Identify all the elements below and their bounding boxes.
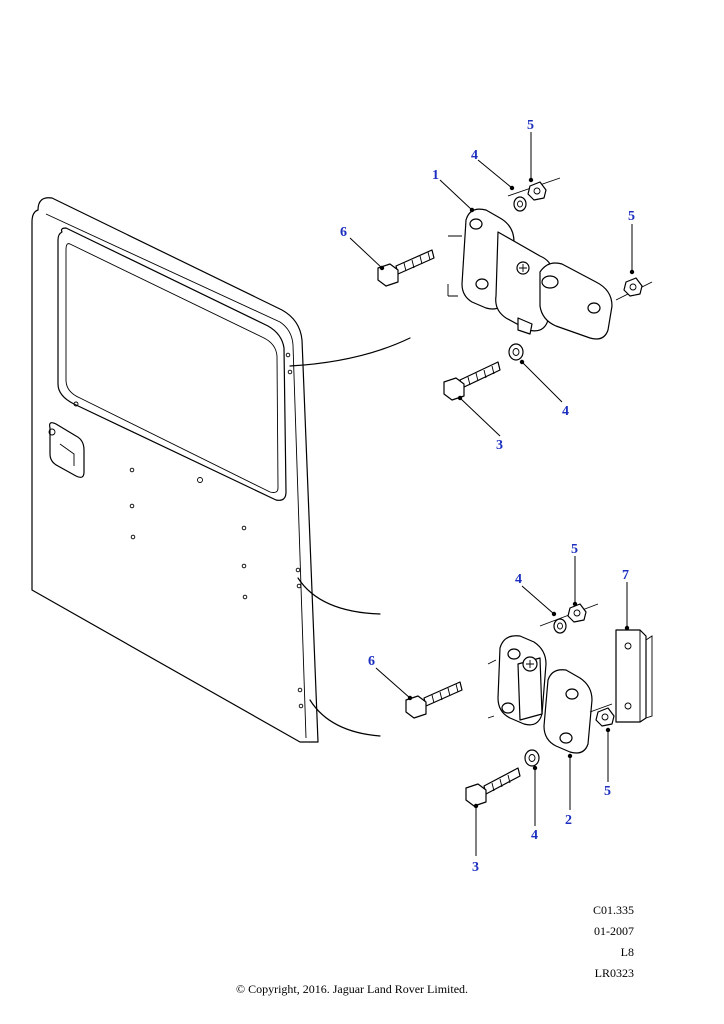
diagram-code: C01.335	[592, 903, 634, 917]
callout-6: 6	[368, 654, 375, 669]
diagram-level: L8	[620, 945, 634, 959]
callout-5: 5	[527, 118, 534, 133]
diagram-reference: LR0323	[594, 966, 634, 980]
leader-lines	[349, 132, 635, 856]
callout-2: 2	[565, 813, 572, 828]
callout-4: 4	[515, 572, 522, 587]
callout-7: 7	[622, 568, 629, 583]
upper-hinge	[377, 177, 653, 401]
callout-4: 4	[531, 828, 538, 843]
diagram-date: 01-2007	[594, 924, 634, 938]
callout-5: 5	[604, 784, 611, 799]
callout-4: 4	[471, 148, 478, 163]
rear-door	[31, 197, 411, 743]
callout-labels: 1 4 5 5 6 4 3 5 7 4 6 5 2 4 3	[340, 118, 635, 875]
callout-1: 1	[432, 168, 439, 183]
callout-4: 4	[562, 404, 569, 419]
callout-5: 5	[571, 542, 578, 557]
lower-hinge	[405, 603, 653, 807]
callout-3: 3	[496, 438, 503, 453]
callout-5: 5	[628, 209, 635, 224]
callout-3: 3	[472, 860, 479, 875]
copyright-notice: © Copyright, 2016. Jaguar Land Rover Lim…	[235, 982, 469, 996]
callout-6: 6	[340, 225, 347, 240]
